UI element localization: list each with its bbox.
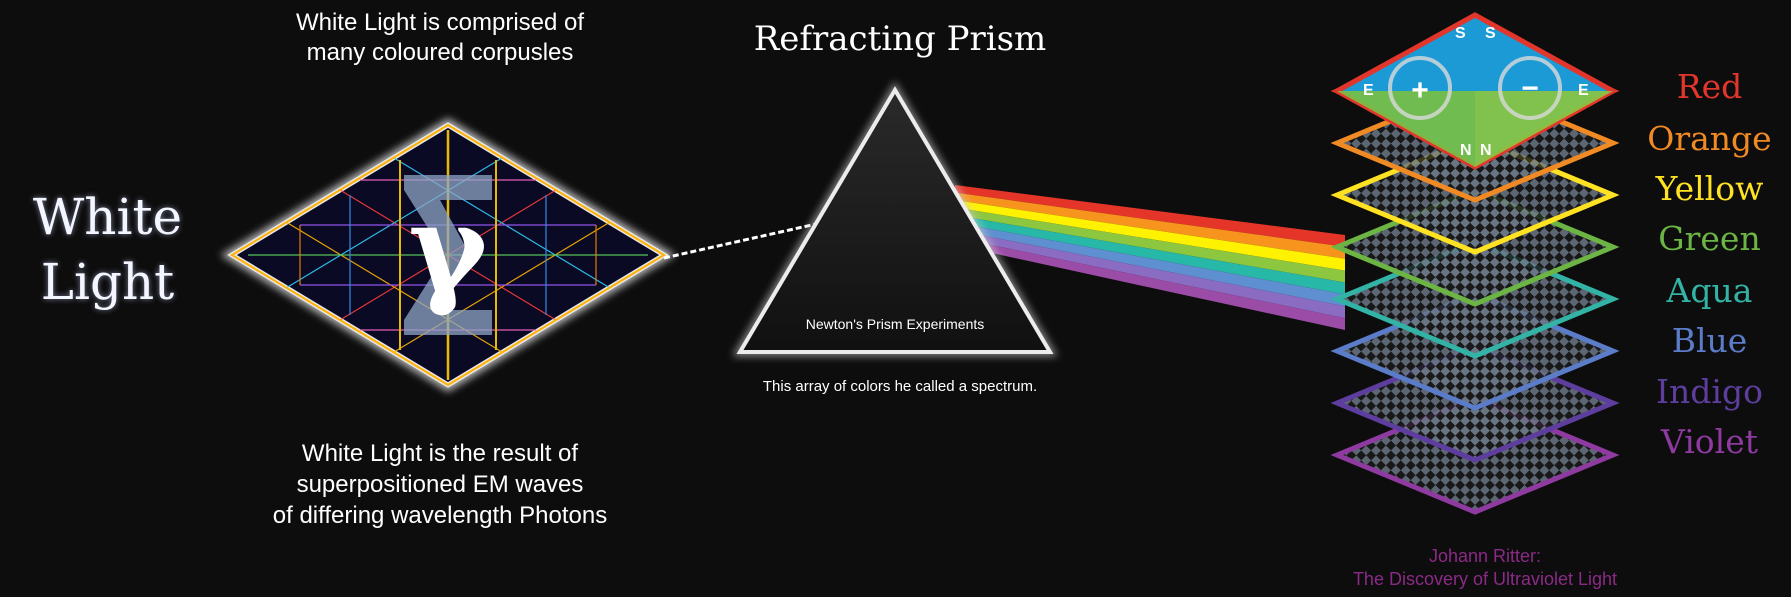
prism-inner-label: Newton's Prism Experiments xyxy=(745,316,1045,334)
compass-e-right: E xyxy=(1578,82,1589,99)
gamma-symbol: γ xyxy=(408,178,488,319)
white-light-heading-line2: Light xyxy=(0,250,215,315)
white-light-heading: White Light xyxy=(0,185,215,315)
em-waves-caption-line2: superpositioned EM waves xyxy=(190,469,690,500)
em-waves-caption-line3: of differing wavelength Photons xyxy=(190,500,690,531)
white-light-heading-line1: White xyxy=(0,185,215,250)
em-waves-caption-line1: White Light is the result of xyxy=(190,438,690,469)
color-label: Blue xyxy=(1628,324,1791,357)
compass-s-left: S xyxy=(1455,25,1466,42)
color-label: Aqua xyxy=(1628,274,1791,307)
color-label: Violet xyxy=(1628,425,1791,458)
compass-s-right: S xyxy=(1485,25,1496,42)
compass-n-left: N xyxy=(1460,142,1472,159)
color-label: Indigo xyxy=(1628,375,1791,408)
spectrum-caption: This array of colors he called a spectru… xyxy=(700,378,1100,397)
white-light-rhombus: γ xyxy=(232,125,664,385)
compass-minus: − xyxy=(1521,72,1539,105)
corpuscle-caption-line2: many coloured corpusles xyxy=(220,38,660,68)
compass-n-right: N xyxy=(1480,142,1492,159)
corpuscle-caption-line1: White Light is comprised of xyxy=(220,8,660,38)
ritter-caption-line1: Johann Ritter: xyxy=(1290,545,1680,568)
color-label: Yellow xyxy=(1628,172,1791,205)
ritter-caption: Johann Ritter: The Discovery of Ultravio… xyxy=(1290,545,1680,592)
color-label: Orange xyxy=(1628,122,1791,155)
compass-plus: + xyxy=(1411,74,1429,107)
color-label: Red xyxy=(1628,70,1791,103)
ritter-caption-line2: The Discovery of Ultraviolet Light xyxy=(1290,568,1680,591)
em-waves-caption: White Light is the result of superpositi… xyxy=(190,438,690,532)
prism-title: Refracting Prism xyxy=(700,18,1100,61)
color-label: Green xyxy=(1628,222,1791,255)
compass-e-left: E xyxy=(1363,82,1374,99)
corpuscle-caption: White Light is comprised of many coloure… xyxy=(220,8,660,68)
